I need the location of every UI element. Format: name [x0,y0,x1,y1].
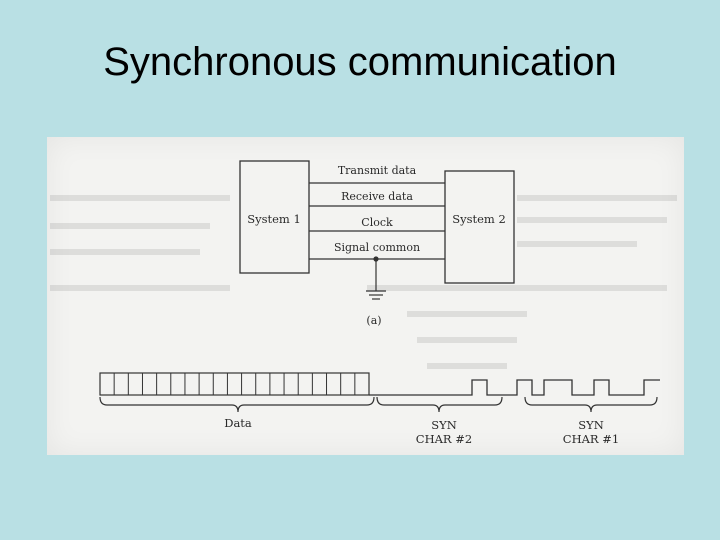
ground-symbol [366,256,386,300]
transmit-data-label: Transmit data [338,164,417,177]
receive-data-label: Receive data [341,190,413,203]
system1-box [239,160,310,274]
scanned-figure: System 1 System 2 Transmit data Receive … [47,137,684,455]
communication-diagram: System 1 System 2 Transmit data Receive … [50,160,677,446]
slide-title: Synchronous communication [103,40,617,84]
system2-label: System 2 [452,212,506,226]
signal-common-label: Signal common [334,241,420,254]
system2-box [444,170,515,284]
bleed-through-text [50,195,677,369]
data-label: Data [224,416,252,430]
data-brace [99,396,375,413]
data-cells [99,372,370,396]
syn2-brace [376,396,503,413]
figure-caption: (a) [366,314,381,327]
char1-label: CHAR #1 [563,432,619,446]
syn1-brace [524,396,658,413]
char2-label: CHAR #2 [416,432,472,446]
sync-waveform [369,379,660,396]
syn2-label: SYN [431,418,457,432]
syn1-label: SYN [578,418,604,432]
data-cells-outline [99,372,370,396]
clock-label: Clock [361,216,393,229]
system1-label: System 1 [247,212,301,226]
